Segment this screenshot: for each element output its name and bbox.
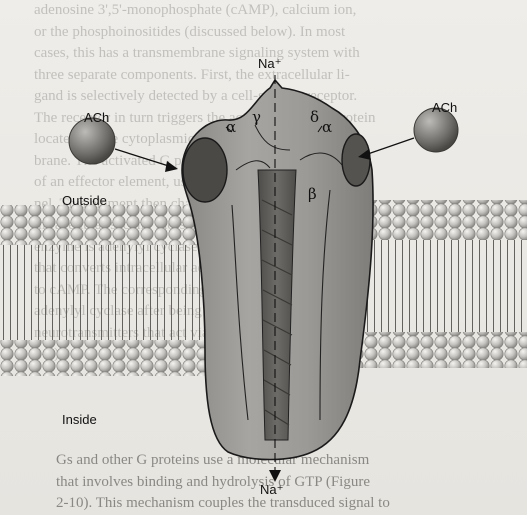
subunit-alpha-right-label: α <box>322 118 332 136</box>
subunit-beta-label: β <box>308 185 317 203</box>
ach-left-label: ACh <box>84 110 109 125</box>
ach-right-molecule <box>358 108 458 160</box>
subunit-gamma-label: γ <box>252 108 261 126</box>
subunit-alpha-left-label: α <box>226 118 236 136</box>
ach-left-molecule <box>69 118 178 172</box>
outside-label: Outside <box>62 193 107 208</box>
acetylcholine-receptor <box>182 80 373 460</box>
membrane-left <box>0 205 205 376</box>
subunit-delta-label: δ <box>310 108 319 126</box>
na-ion-bottom-label: Na⁺ <box>260 482 283 498</box>
inside-label: Inside <box>62 412 97 427</box>
ach-right-label: ACh <box>432 100 457 115</box>
ion-flow-arrow-head <box>269 470 281 482</box>
membrane-right <box>360 200 527 368</box>
na-ion-top-label: Na⁺ <box>258 56 281 72</box>
